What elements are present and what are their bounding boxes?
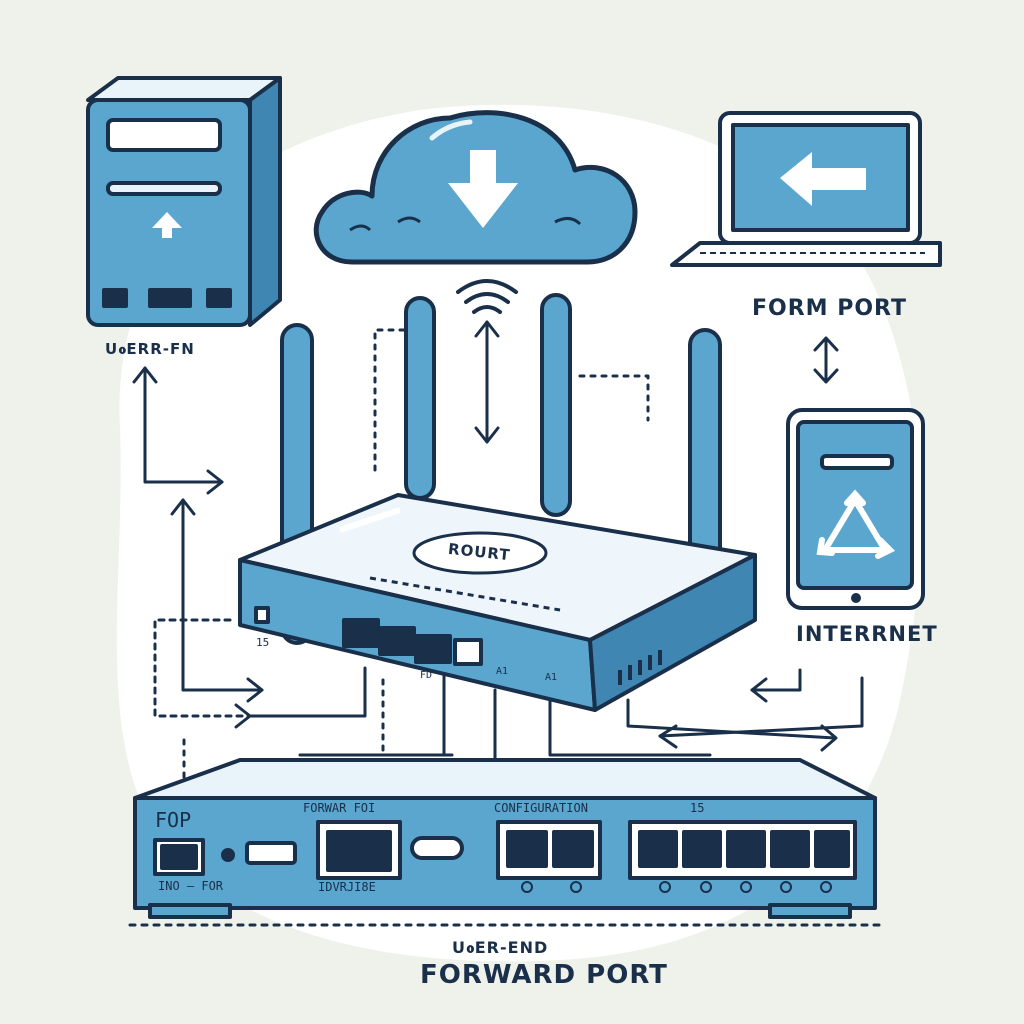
left-arrow-icon — [780, 152, 866, 206]
status-leds — [521, 881, 832, 893]
form-port-label: FORM PORT — [752, 296, 908, 321]
router-connector-b: A1 — [545, 672, 558, 683]
wifi-signal-icon — [456, 279, 518, 314]
server-label: UߋERR-FN — [105, 340, 195, 358]
cloud-download-icon — [313, 110, 638, 265]
switch-left-sub-label: INO – FOR — [158, 879, 224, 893]
switch-mid-sub-label: IDVRJI8E — [318, 880, 376, 894]
connector-lines — [128, 320, 882, 927]
network-switch — [133, 758, 877, 919]
triangle-share-icon — [816, 489, 896, 559]
switch-fop-label: FOP — [155, 808, 192, 832]
router-connector-a: A1 — [496, 666, 509, 677]
user-end-label: UߋER-END — [452, 938, 549, 957]
switch-group-number: 15 — [690, 801, 705, 815]
forward-port-label: FORWARD PORT — [420, 960, 668, 990]
switch-config-label: CONFIGURATION — [494, 801, 588, 815]
router — [238, 493, 757, 712]
server-tower — [86, 76, 282, 327]
switch-forward-label: FORWAR FOI — [303, 801, 376, 815]
up-arrow-icon — [152, 212, 182, 238]
internet-label: INTERRNET — [796, 622, 938, 646]
router-port-tag: FD — [420, 670, 433, 681]
router-side-number: 15 — [256, 636, 270, 649]
tablet — [786, 408, 925, 610]
